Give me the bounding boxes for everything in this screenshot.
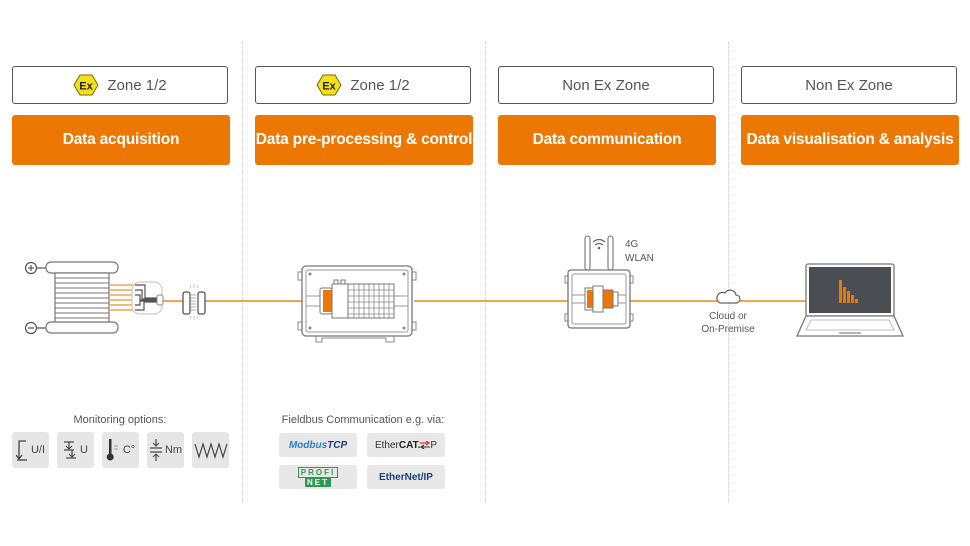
cloud-icon [716, 289, 741, 304]
column-divider [242, 42, 243, 502]
connection-line [740, 300, 806, 302]
net-logo-text: NET [304, 478, 331, 487]
cloud-label-line1: Cloud or [709, 311, 747, 322]
zone-text: Zone 1/2 [350, 76, 410, 94]
profi-logo-text: PROFI [297, 467, 339, 478]
zone-label-2: Ex Zone 1/2 [255, 66, 471, 104]
profinet-logo: PROFI NET [297, 467, 339, 487]
modbus-logo-text: Modbus [288, 439, 328, 451]
monitoring-option-ui: U/I [12, 432, 49, 468]
control-enclosure-icon [297, 265, 417, 343]
vibration-wave-icon [193, 441, 228, 459]
stage-data-communication: Data communication [498, 115, 716, 165]
voltage-icon [64, 441, 77, 459]
connection-line [205, 300, 303, 302]
battery-cell-icon [24, 261, 164, 335]
ex-hazard-icon: Ex [73, 74, 99, 96]
monitoring-option-temperature: C° [102, 432, 139, 468]
option-label: Nm [164, 444, 183, 456]
stage-data-visualisation: Data visualisation & analysis [741, 115, 959, 165]
sensor-connector-icon [182, 284, 206, 320]
protocol-profinet: PROFI NET [279, 465, 357, 489]
zone-text: Non Ex Zone [805, 76, 893, 94]
ethernet-ip-logo-text: EtherNet/IP [379, 471, 433, 483]
connection-line [628, 300, 718, 302]
tcp-logo-text: TCP [327, 439, 348, 451]
option-label: U [80, 444, 88, 456]
connection-line [414, 300, 570, 302]
monitoring-option-vibration [192, 432, 229, 468]
cloud-label-line2: On-Premise [701, 324, 755, 335]
monitoring-option-torque: Nm [147, 432, 184, 468]
protocol-ethernet-ip: EtherNet/IP [367, 465, 445, 489]
gateway-device-icon [564, 235, 634, 329]
thermometer-icon [106, 439, 118, 461]
laptop-dashboard-icon [795, 263, 905, 337]
fieldbus-title: Fieldbus Communication e.g. via: [281, 414, 445, 426]
connection-line [157, 300, 183, 302]
stage-data-acquisition: Data acquisition [12, 115, 230, 165]
zone-label-3: Non Ex Zone [498, 66, 714, 104]
svg-text:Ex: Ex [80, 81, 94, 93]
zone-text: Non Ex Zone [562, 76, 650, 94]
cloud-label: Cloud or On-Premise [696, 310, 760, 336]
cat-logo-text: CAT. [398, 439, 421, 451]
stage-data-preprocessing: Data pre-processing & control [255, 115, 473, 165]
ether-logo-text: Ether [374, 439, 399, 451]
current-voltage-icon [15, 440, 27, 461]
zone-label-1: Ex Zone 1/2 [12, 66, 228, 104]
zone-text: Zone 1/2 [107, 76, 167, 94]
monitoring-title: Monitoring options: [73, 414, 167, 426]
comm-label-wlan: WLAN [625, 253, 654, 264]
option-label: C° [122, 444, 136, 456]
ethercat-arrow-icon [420, 441, 431, 449]
option-label: U/I [30, 444, 46, 456]
p-logo-text: P [430, 439, 438, 451]
column-divider [728, 42, 729, 502]
column-divider [485, 42, 486, 502]
svg-text:Ex: Ex [323, 81, 337, 93]
zone-label-4: Non Ex Zone [741, 66, 957, 104]
comm-label-4g: 4G [625, 239, 639, 250]
ex-hazard-icon: Ex [316, 74, 342, 96]
monitoring-option-u: U [57, 432, 94, 468]
torque-icon [149, 439, 162, 461]
